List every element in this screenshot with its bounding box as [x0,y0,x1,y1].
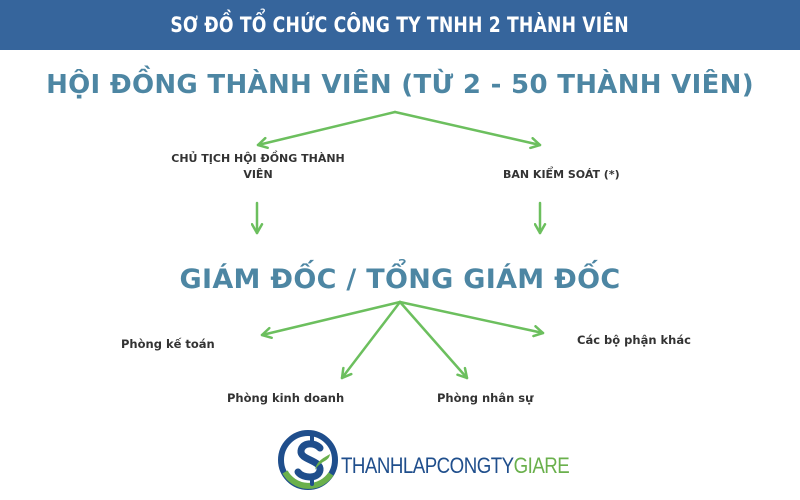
brand-wordmark-part2: GIARE [513,453,570,478]
brand-logo: THANHLAPCONGTYGIARE [275,424,570,494]
arrow-board-to-control [393,110,542,150]
dept-hr: Phòng nhân sự [437,391,534,405]
chairman-label: CHỦ TỊCH HỘI ĐỒNG THÀNH VIÊN [171,152,345,181]
arrow-board-to-chairman [256,110,397,150]
dept-sales: Phòng kinh doanh [227,391,345,405]
brand-wordmark: THANHLAPCONGTYGIARE [341,453,570,479]
header-bar: SƠ ĐỒ TỔ CHỨC CÔNG TY TNHH 2 THÀNH VIÊN [0,0,800,50]
page-title: SƠ ĐỒ TỔ CHỨC CÔNG TY TNHH 2 THÀNH VIÊN [170,13,630,37]
dept-accounting: Phòng kế toán [121,337,215,351]
control-board-label: BAN KIỂM SOÁT (*) [503,168,620,181]
dept-other: Các bộ phận khác [577,333,691,347]
arrow-director-to-other [398,300,545,338]
arrow-director-to-accounting [260,300,402,340]
brand-wordmark-part1: THANHLAPCONGTY [341,453,514,478]
dollar-coin-icon [278,430,338,490]
arrow-director-to-sales [340,300,402,380]
director-title: GIÁM ĐỐC / TỔNG GIÁM ĐỐC [179,264,621,295]
arrow-director-to-hr [398,300,469,380]
board-of-members-title: HỘI ĐỒNG THÀNH VIÊN (TỪ 2 - 50 THÀNH VIÊ… [46,70,754,100]
